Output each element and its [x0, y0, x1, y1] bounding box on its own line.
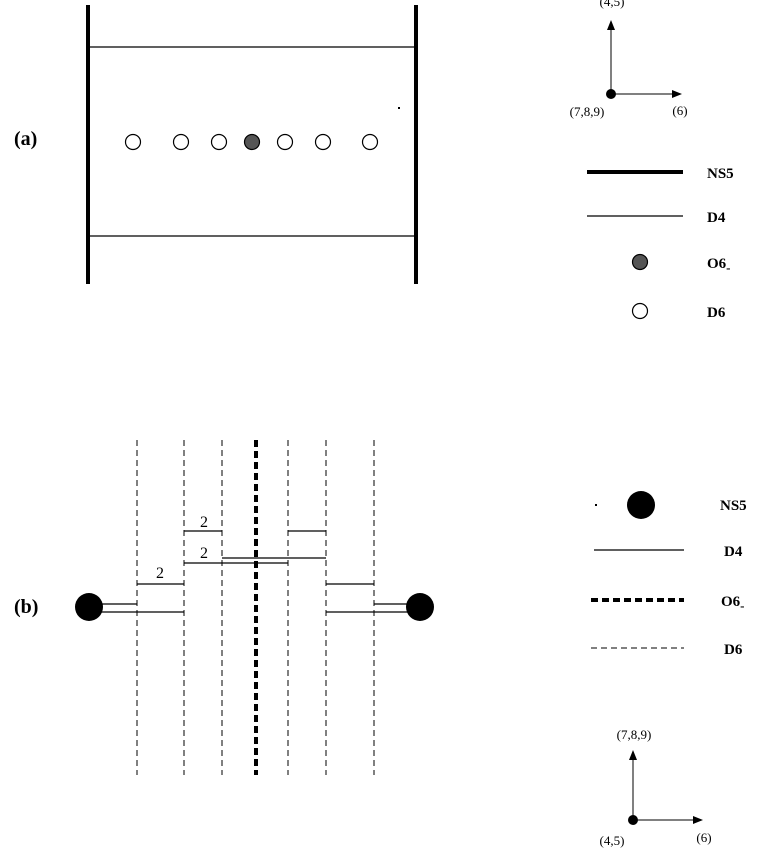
axes-a: (4,5) (7,8,9) (6) [570, 0, 688, 119]
legend-d6-swatch [631, 302, 649, 320]
legend-b: NS5 D4 O6- D6 [591, 491, 747, 658]
horizontal-arrow-icon [693, 816, 703, 824]
axis-a-vertical-label: (4,5) [600, 0, 625, 9]
legend-b-d4-label: D4 [724, 544, 743, 560]
panel-b-label: (b) [14, 596, 38, 618]
legend-b-o6-label: O6 [721, 594, 741, 610]
ns5-brane-dot-right [406, 593, 434, 621]
legend-a-d6-label: D6 [707, 305, 726, 321]
multiplicity-label: 2 [200, 514, 208, 531]
legend-b-o6-subscript: - [740, 598, 744, 613]
axes-b: (7,8,9) (4,5) (6) [600, 727, 712, 848]
legend-a-d4-label: D4 [707, 210, 726, 226]
d6-brane-point [276, 133, 294, 151]
d6-brane-point [314, 133, 332, 151]
axis-b-horizontal-label: (6) [696, 830, 711, 845]
ns5-brane-dot-left [75, 593, 103, 621]
legend-a: NS5 D4 O6- D6 [587, 166, 734, 321]
multiplicity-label: 2 [200, 545, 208, 562]
axis-a-horizontal-label: (6) [672, 103, 687, 118]
axis-b-origin-label: (4,5) [600, 833, 625, 848]
legend-b-d6-label: D6 [724, 642, 743, 658]
horizontal-arrow-icon [672, 90, 682, 98]
stray-dot [398, 107, 400, 109]
o6-plane-point [243, 133, 261, 151]
vertical-arrow-icon [607, 20, 615, 30]
vertical-arrow-icon [629, 750, 637, 760]
axis-b-vertical-label: (7,8,9) [617, 727, 652, 742]
panel-a-diagram [86, 5, 418, 284]
legend-b-ns5-label: NS5 [720, 498, 747, 514]
svg-text:O6-: O6- [707, 256, 731, 275]
axis-origin-dot [606, 89, 616, 99]
panel-b-diagram: 2 2 2 [75, 440, 434, 775]
legend-o6-swatch [631, 253, 649, 271]
legend-a-o6-label: O6 [707, 256, 727, 272]
svg-text:O6-: O6- [721, 594, 745, 613]
d6-brane-point [124, 133, 142, 151]
d6-brane-point [361, 133, 379, 151]
axis-a-origin-label: (7,8,9) [570, 104, 605, 119]
legend-ns5-dot-swatch [627, 491, 655, 519]
multiplicity-label: 2 [156, 565, 164, 582]
panel-a-label: (a) [14, 128, 37, 150]
axis-origin-dot [628, 815, 638, 825]
d6-brane-point [210, 133, 228, 151]
legend-a-o6-subscript: - [726, 260, 730, 275]
legend-a-ns5-label: NS5 [707, 166, 734, 182]
legend-small-dot [595, 504, 597, 506]
d6-brane-point [172, 133, 190, 151]
